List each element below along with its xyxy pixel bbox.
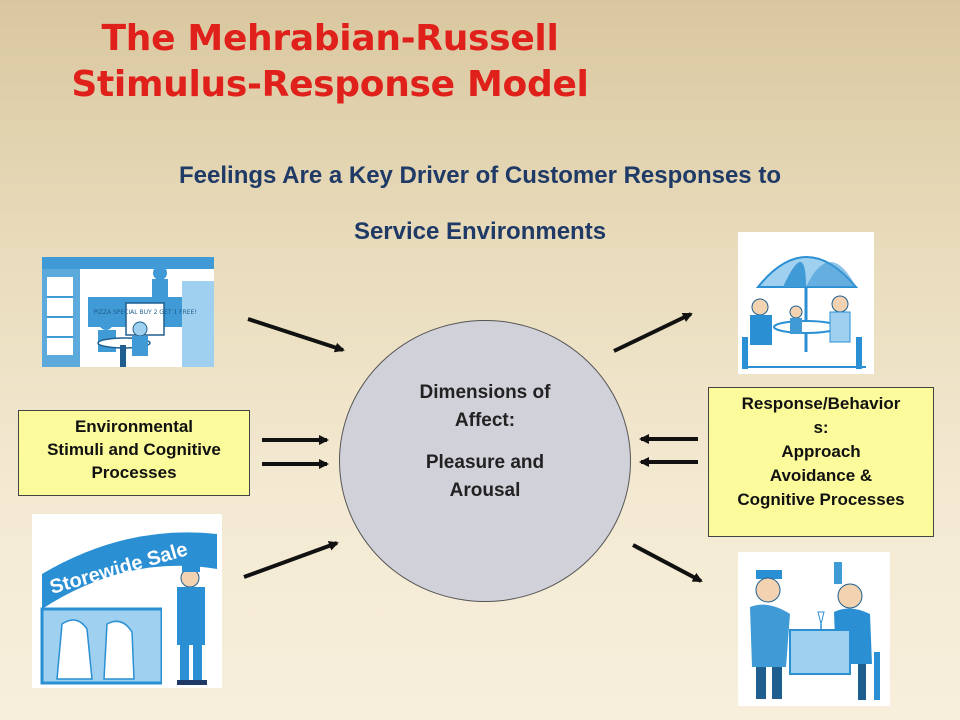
arrow-top-left xyxy=(247,317,345,353)
response-box: Response/Behavior s: Approach Avoidance … xyxy=(708,387,934,537)
affect-dimensions-line-1: Pleasure and xyxy=(425,452,545,473)
stimuli-line-2: Stimuli and Cognitive xyxy=(47,440,221,459)
affect-dimensions: Pleasure and Arousal xyxy=(340,449,630,505)
affect-dimensions-line-2: Arousal xyxy=(449,480,521,501)
arrow-top-right xyxy=(613,312,693,353)
affect-heading: Dimensions of Affect: xyxy=(340,379,630,435)
arrow-bottom-left xyxy=(243,541,339,579)
title-line-2: Stimulus-Response Model xyxy=(71,64,589,105)
subtitle-line-1: Feelings Are a Key Driver of Customer Re… xyxy=(179,162,781,189)
restaurant-illustration: PIZZA SPECIAL BUY 2 GET 1 FREE! xyxy=(42,257,214,367)
affect-heading-line-2: Affect: xyxy=(454,410,516,431)
title-line-1: The Mehrabian-Russell xyxy=(101,18,559,59)
page-subtitle: Feelings Are a Key Driver of Customer Re… xyxy=(40,148,920,260)
response-line-2: Approach xyxy=(781,442,861,461)
pizza-sign-text: PIZZA SPECIAL BUY 2 GET 1 FREE! xyxy=(93,309,196,316)
response-line-4: Cognitive Processes xyxy=(737,490,905,509)
subtitle-line-2: Service Environments xyxy=(353,218,607,245)
stimuli-line-3: Processes xyxy=(91,463,177,482)
response-line-1b: s: xyxy=(813,418,829,437)
affect-heading-line-1: Dimensions of xyxy=(419,382,551,403)
response-line-1a: Response/Behavior xyxy=(741,394,901,413)
arrow-bottom-right xyxy=(632,543,703,583)
complaint-illustration xyxy=(738,552,890,706)
stimuli-line-1: Environmental xyxy=(74,417,194,436)
cafe-umbrella-illustration xyxy=(738,232,874,374)
affect-circle: Dimensions of Affect: Pleasure and Arous… xyxy=(339,320,631,602)
storewide-sale-illustration: Storewide Sale xyxy=(32,514,222,688)
page-title: The Mehrabian-Russell Stimulus-Response … xyxy=(0,16,660,108)
stimuli-box: Environmental Stimuli and Cognitive Proc… xyxy=(18,410,250,496)
response-line-3: Avoidance & xyxy=(769,466,873,485)
